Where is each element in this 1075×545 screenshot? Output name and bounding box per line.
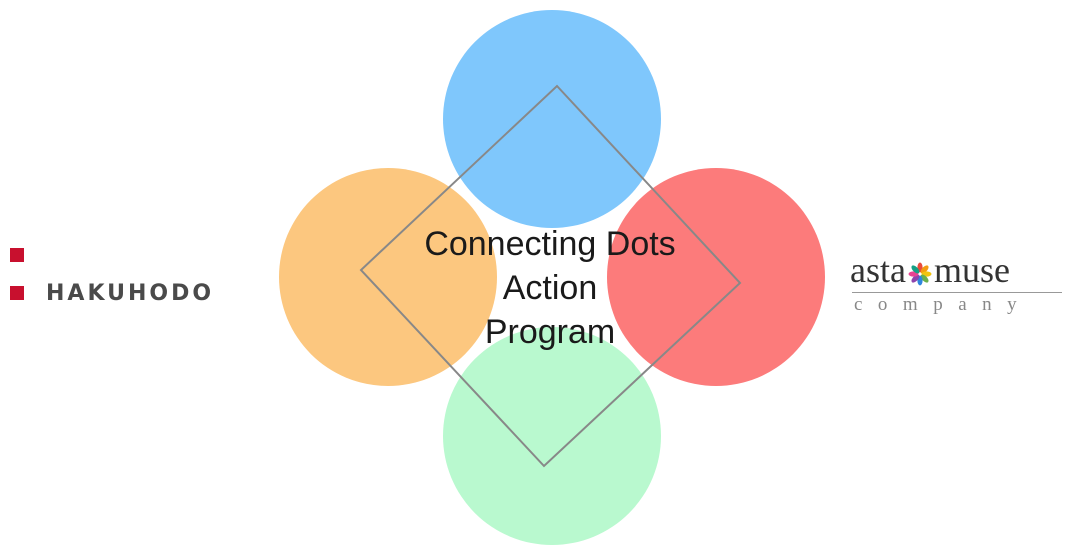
- flower-petal: [920, 265, 929, 274]
- top-circle-blue: [443, 10, 661, 228]
- flower-petal: [911, 274, 920, 283]
- hakuhodo-logo: HAKUHODO: [10, 248, 250, 308]
- hakuhodo-square-icon: [10, 248, 24, 262]
- astamuse-wordmark: asta muse: [850, 250, 1010, 290]
- left-circle-orange: [279, 168, 497, 386]
- astamuse-word-muse: muse: [933, 250, 1010, 290]
- flower-petal: [920, 274, 929, 283]
- astamuse-subtitle: company: [854, 294, 1033, 315]
- title-line-3: Program: [484, 313, 616, 351]
- title-line-2: Action: [502, 269, 598, 307]
- bottom-circle-green: [443, 327, 661, 545]
- hakuhodo-wordmark: HAKUHODO: [46, 281, 215, 306]
- astamuse-logo: asta muse company: [850, 250, 1070, 320]
- astamuse-word-asta: asta: [850, 250, 906, 290]
- right-circle-red: [607, 168, 825, 386]
- title-line-1: Connecting Dots: [424, 225, 676, 263]
- flower-icon: [908, 262, 932, 286]
- diagram-canvas: Connecting Dots Action Program HAKUHODO …: [10, 10, 1070, 545]
- flower-petal: [911, 265, 920, 274]
- hakuhodo-square-icon: [10, 286, 24, 300]
- astamuse-divider: [852, 292, 1062, 293]
- program-title: Connecting Dots Action Program: [380, 222, 720, 354]
- diamond-outline: [359, 84, 742, 468]
